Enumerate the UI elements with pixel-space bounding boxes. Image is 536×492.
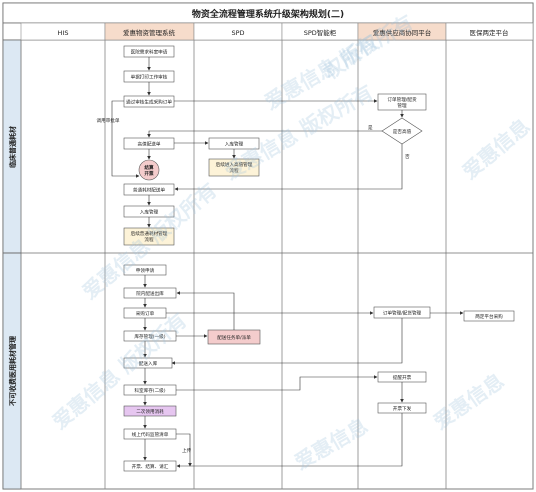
- edge-label-consume: 调用审批单: [97, 117, 120, 124]
- node-follow-normal-label-2: 流程: [144, 236, 154, 243]
- node-spd-follow: [208, 158, 260, 177]
- col-header-spd: SPD: [231, 29, 244, 37]
- node-fill-work-label: 单据打印工作审核: [131, 74, 168, 81]
- node-dist-in-label: 配送入库: [139, 360, 158, 367]
- edge-label-yes: 是: [368, 125, 373, 131]
- node-platform: [463, 310, 515, 322]
- lane-label-1: 临床普通耗材: [8, 126, 17, 168]
- node-dist-out-label: 院内配送出库: [136, 290, 164, 297]
- node-platform-label: 两定平台采购: [475, 313, 503, 320]
- node-build-order-label: 通过审核生成采购订单: [126, 99, 172, 106]
- node-build-order: [123, 95, 175, 108]
- diagram-title: 物资全流程管理系统升级架构规划(二): [192, 8, 344, 20]
- node-settle-label-2: 开票: [144, 170, 154, 177]
- node-apply2-label: 申领申请: [136, 267, 155, 274]
- col-header-spd-cabinet: SPD智能柜: [304, 28, 337, 37]
- lane-label-2: 不可收费医用耗材管理: [8, 336, 17, 406]
- node-invoice-down-label: 开票下发: [393, 405, 412, 412]
- node-decision-label: 是否高值: [393, 128, 412, 135]
- node-order2-label: 订单管理/配货管理: [383, 310, 422, 317]
- col-header-wms: 爱惠物资管理系统: [123, 28, 176, 37]
- col-header-medicare: 医保两定平台: [470, 28, 509, 37]
- node-upload-label: 线上代码监管清单: [132, 431, 169, 438]
- node-spd-follow-label-1: 后续进入高值管理: [216, 161, 253, 168]
- node-dist-out: [123, 287, 177, 299]
- col-header-his: HIS: [58, 29, 69, 37]
- node-consume2-label: 二次领用消耗: [136, 408, 164, 415]
- node-apply-dept-label: 医院需求科室申请: [131, 49, 168, 56]
- node-stock-mgmt-label: 库存管理(一级): [134, 333, 165, 340]
- node-gen-invoice-label: 提醒开票: [393, 374, 412, 381]
- node-spd-in-label: 入库管理: [225, 141, 244, 148]
- node-follow-normal: [123, 227, 175, 246]
- node-level2-label: 科室库存(二级): [134, 387, 165, 394]
- node-order-mgmt-label-1: 订单管理/配货: [387, 96, 417, 103]
- node-finish: [123, 460, 177, 472]
- node-normal-dist-label: 普通耗材配送单: [133, 187, 166, 194]
- col-header-supplier: 爱惠供应商协同平台: [373, 28, 432, 37]
- node-follow-normal-label-1: 后续普通耗材管理: [131, 230, 168, 237]
- edge-label-upload: 上传: [182, 447, 192, 454]
- node-settle-label-1: 结算: [144, 164, 154, 171]
- node-purchase-label: 采购订单: [136, 310, 155, 317]
- node-spd-follow-label-2: 流程: [229, 167, 239, 174]
- node-settle: [138, 159, 160, 181]
- node-finish-label: 开票、结算、请汇: [132, 463, 169, 470]
- edge-label-no: 否: [405, 154, 410, 160]
- node-spd-task-label: 配送任务单/派单: [217, 334, 251, 341]
- node-order-mgmt-label-2: 管理: [397, 102, 407, 109]
- node-consume2: [123, 405, 177, 417]
- node-high-value-label: 高值配送单: [138, 141, 161, 148]
- node-store-mgmt-label: 入库管理: [140, 209, 159, 216]
